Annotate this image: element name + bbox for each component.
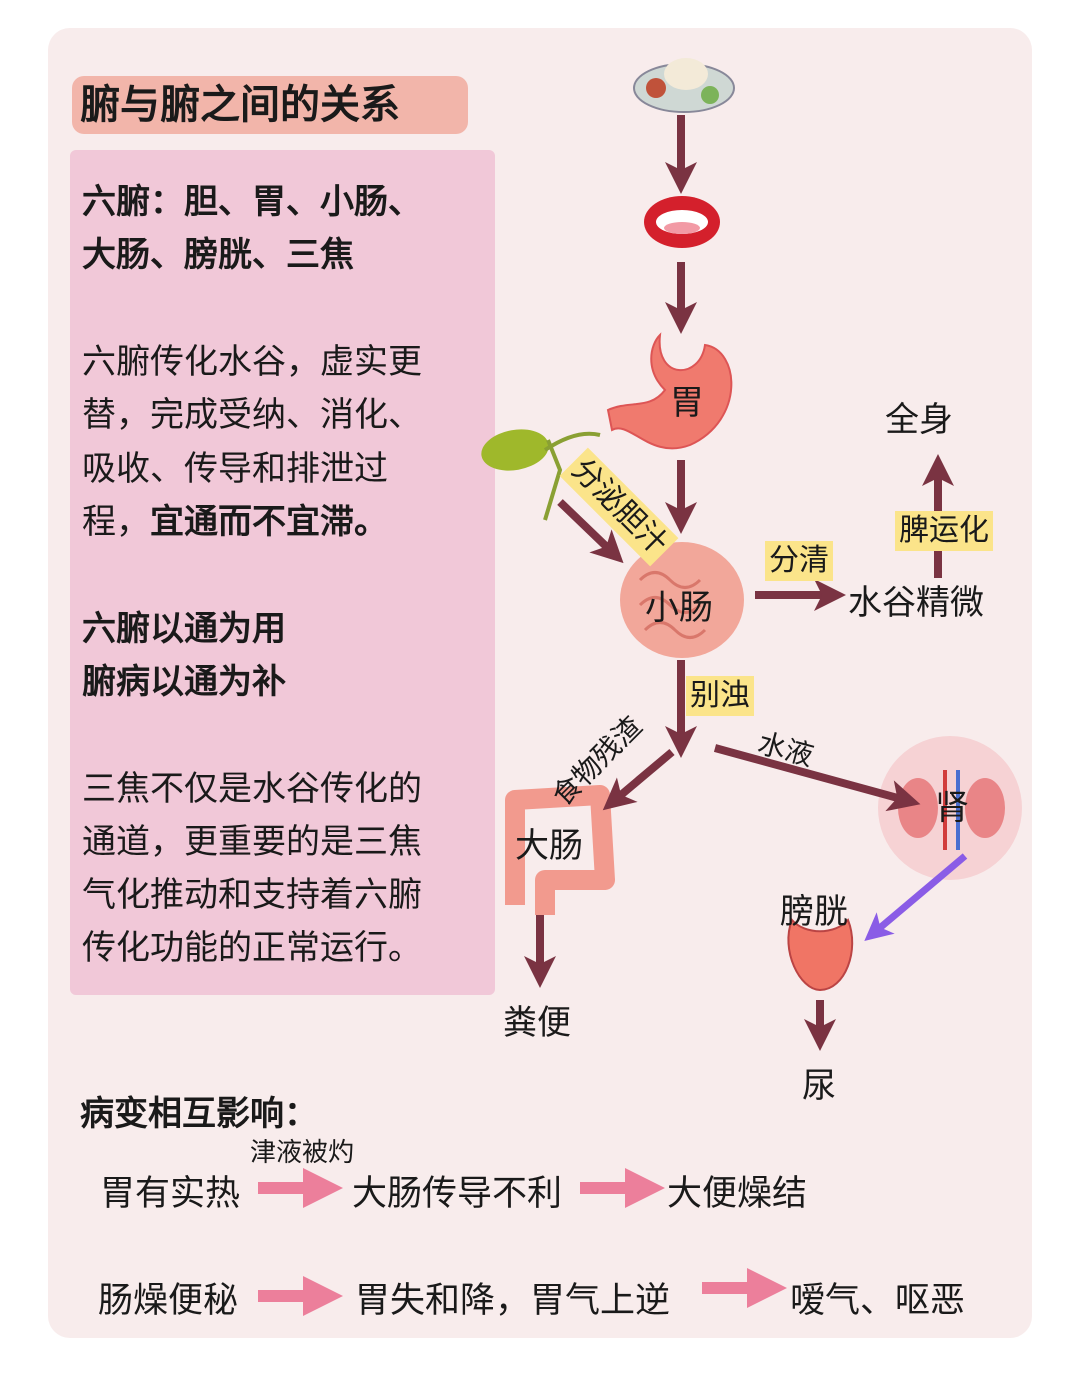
label-urine: 尿 — [802, 1066, 836, 1106]
label-separate-turbid: 别浊 — [686, 676, 754, 716]
label-kidney: 肾 — [935, 788, 969, 828]
text-panel — [70, 150, 495, 995]
stomach-icon — [606, 332, 733, 450]
label-small-intestine: 小肠 — [645, 588, 713, 628]
page-title: 腑与腑之间的关系 — [72, 76, 468, 134]
label-spleen: 脾运化 — [895, 511, 993, 551]
label-bladder: 膀胱 — [780, 892, 848, 932]
arrow-kidney-bladder — [864, 853, 968, 942]
para-emphasis: 宜通而不宜滞。 — [150, 502, 388, 542]
row1-cause: 胃有实热 — [100, 1174, 241, 1214]
six-fu-line: 六腑：胆、胃、小肠、 — [82, 182, 422, 222]
para-line: 吸收、传导和排泄过 — [82, 449, 388, 489]
row2-result: 嗳气、呕恶 — [790, 1281, 966, 1321]
para-line: 通道，更重要的是三焦 — [82, 822, 422, 862]
gallbladder-icon — [481, 429, 601, 521]
large-intestine-icon — [505, 785, 615, 915]
small-intestine-icon — [620, 542, 744, 658]
label-stomach: 胃 — [670, 383, 704, 423]
arrow-residue — [602, 748, 675, 811]
label-whole-body: 全身 — [885, 400, 953, 440]
arrow-bile — [557, 499, 624, 564]
motto-line: 腑病以通为补 — [82, 662, 286, 702]
para-line: 三焦不仅是水谷传化的 — [82, 769, 422, 809]
six-fu-line: 大肠、膀胱、三焦 — [82, 235, 354, 275]
para-line: 传化功能的正常运行。 — [82, 928, 422, 968]
pink-arrow — [702, 1268, 787, 1308]
row2-effect: 胃失和降，胃气上逆 — [355, 1281, 671, 1321]
row2-cause: 肠燥便秘 — [98, 1281, 239, 1321]
label-feces: 粪便 — [503, 1003, 571, 1043]
para-line: 替，完成受纳、消化、 — [82, 395, 422, 435]
label-separate-clear: 分清 — [765, 541, 833, 581]
para-line: 气化推动和支持着六腑 — [82, 875, 422, 915]
row1-note: 津液被灼 — [250, 1138, 355, 1168]
pink-arrow — [580, 1168, 665, 1208]
pink-arrow — [258, 1168, 343, 1208]
label-large-intestine: 大肠 — [515, 826, 583, 866]
mouth-icon — [644, 196, 720, 248]
para-line: 六腑传化水谷，虚实更 — [82, 342, 422, 382]
pink-arrow — [258, 1276, 343, 1316]
para-line: 程，宜通而不宜滞。 — [82, 496, 388, 549]
arrow-fluid — [713, 744, 921, 812]
bladder-icon — [787, 918, 854, 992]
para-text: 程， — [82, 502, 150, 542]
row1-effect: 大肠传导不利 — [352, 1174, 563, 1214]
row1-result: 大便燥结 — [667, 1174, 808, 1214]
pink-arrows — [258, 1168, 787, 1316]
food-plate-icon — [633, 58, 735, 113]
bottom-heading: 病变相互影响： — [80, 1094, 318, 1134]
label-essence: 水谷精微 — [848, 583, 984, 623]
motto-line: 六腑以通为用 — [82, 609, 286, 649]
